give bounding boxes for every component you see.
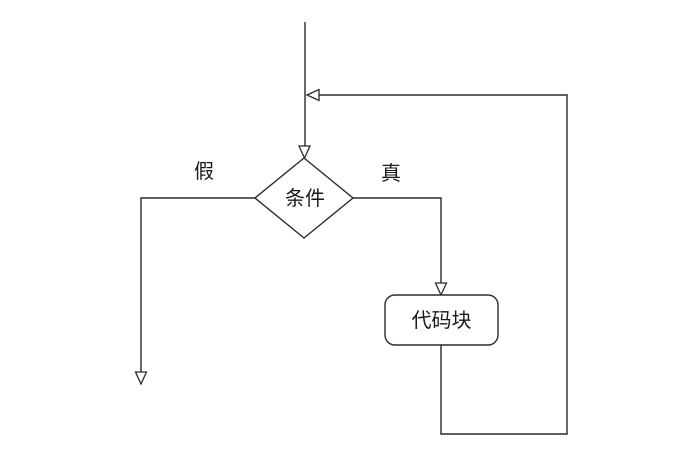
condition-label: 条件	[285, 187, 325, 210]
arrowhead-left-icon	[305, 88, 320, 102]
arrowhead-down-icon	[134, 371, 148, 386]
arrowhead-down-icon	[434, 282, 448, 297]
code-block-label: 代码块	[412, 309, 472, 332]
condition-diamond	[253, 157, 355, 239]
loop-return-connector	[319, 94, 568, 435]
false-branch-label: 假	[194, 160, 214, 183]
false-branch-connector	[140, 197, 255, 372]
true-branch-label: 真	[381, 162, 401, 185]
code-block-node	[384, 294, 499, 346]
true-branch-connector	[353, 197, 442, 283]
arrowhead-down-icon	[297, 145, 312, 160]
